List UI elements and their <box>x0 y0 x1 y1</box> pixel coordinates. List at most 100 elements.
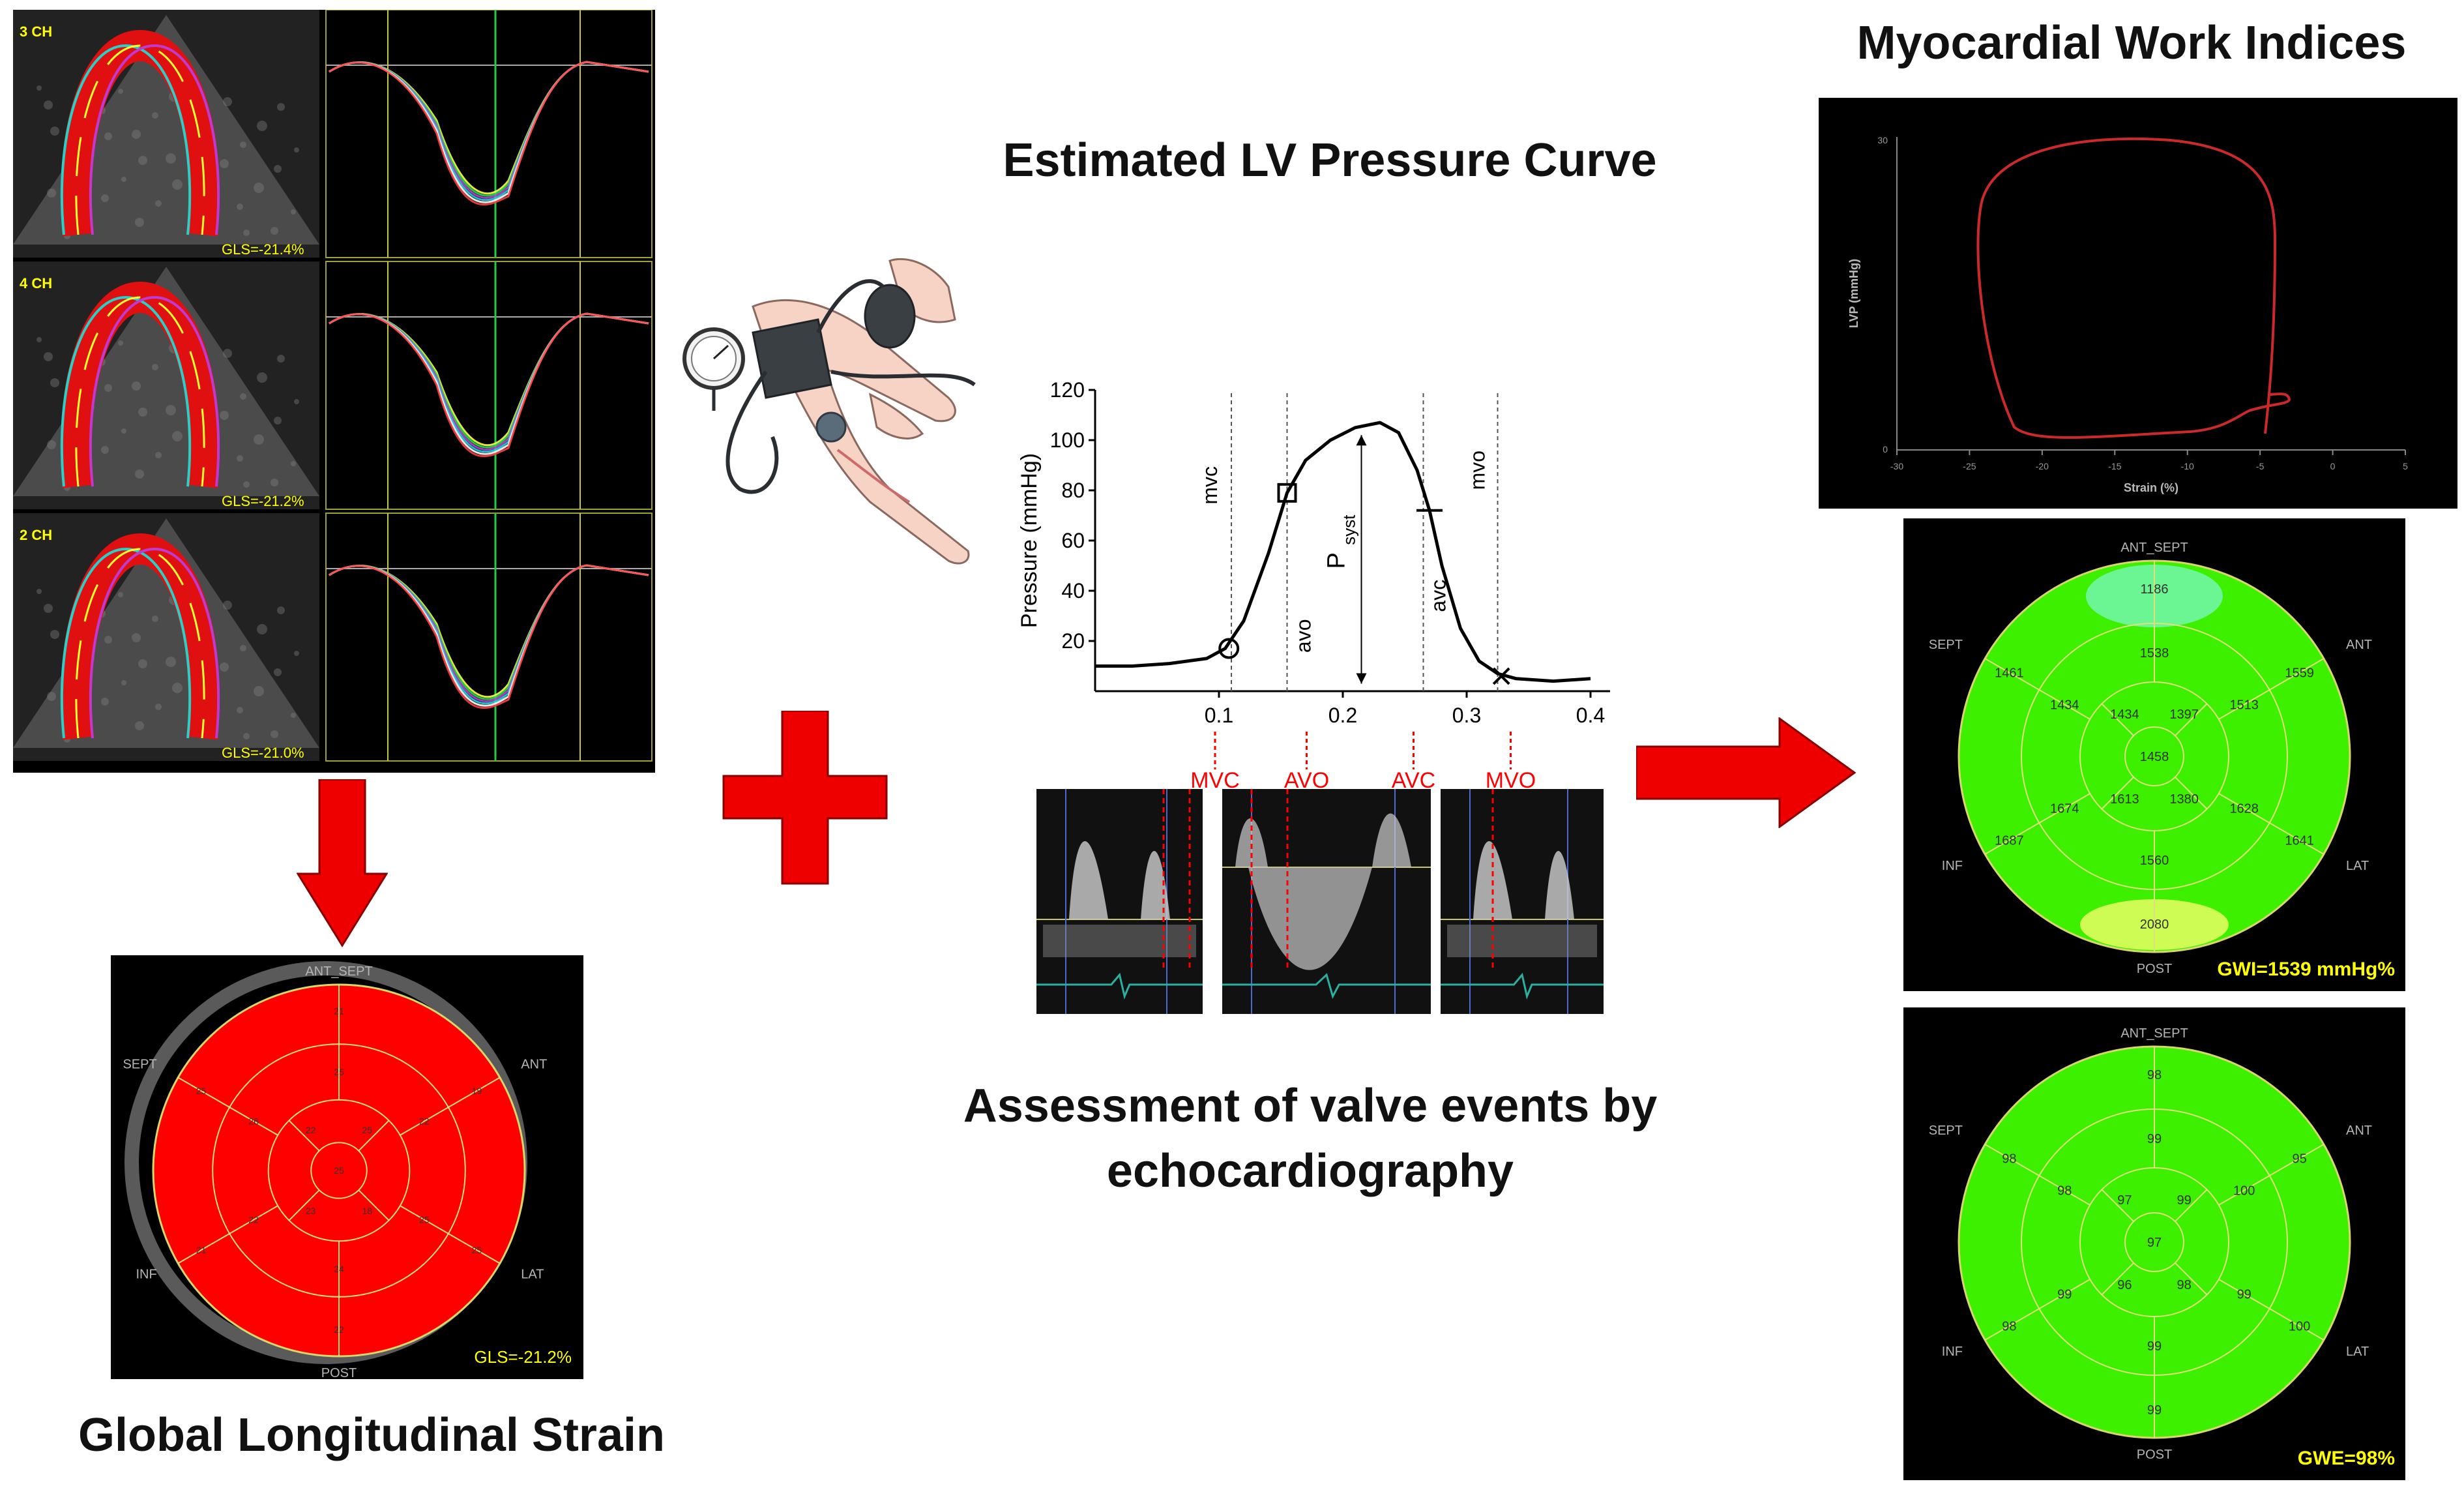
echo-speckle <box>237 707 243 713</box>
gwe-value: GWE=98% <box>2297 1448 2395 1469</box>
echo-speckle <box>50 126 59 136</box>
loop-x-label: Strain (%) <box>2124 481 2178 494</box>
psyst-subscript: syst <box>1340 514 1359 545</box>
segment-value: 25 <box>419 1214 430 1225</box>
loop-x-tick-label: -15 <box>2108 461 2121 471</box>
echo-speckle <box>50 630 59 639</box>
echo-view-label: 2 CH <box>20 527 53 543</box>
segment-value: 99 <box>2147 1403 2162 1418</box>
segment-value: 1687 <box>1995 834 2024 848</box>
echo-speckle <box>118 340 123 346</box>
bullseye-ring <box>2124 726 2184 786</box>
segment-value: 1461 <box>1995 666 2024 680</box>
echo-speckle <box>155 452 162 458</box>
y-tick-label: 20 <box>1061 629 1085 653</box>
valve-event-label: MVC <box>1190 768 1240 793</box>
echo-strain-panel <box>13 9 655 773</box>
echo-speckle <box>294 651 299 656</box>
echo-speckle <box>240 393 246 400</box>
event-label: mvc <box>1198 466 1222 505</box>
bullseye-spoke <box>1984 793 2090 855</box>
segment-value: 98 <box>2002 1152 2016 1166</box>
echo-view-label: 3 CH <box>20 23 53 40</box>
valve-event-label: MVO <box>1486 768 1536 793</box>
doppler-graphics <box>1036 789 1604 1014</box>
echo-speckle <box>220 159 229 168</box>
segment-value: 1560 <box>2140 854 2169 868</box>
echo-speckle <box>166 405 176 415</box>
valve-title-line1: Assessment of valve events by <box>963 1080 1658 1132</box>
doppler-ecg <box>1036 972 1203 1000</box>
right-arrow <box>1636 717 1856 828</box>
y-axis-label: Pressure (mmHg) <box>1017 453 1042 628</box>
segment-value: 22 <box>419 1116 430 1126</box>
label-ant: ANT <box>2346 1123 2372 1138</box>
label-sept: SEPT <box>1929 1123 1963 1138</box>
segment-value: 99 <box>2147 1339 2162 1354</box>
event-label: avo <box>1292 619 1315 653</box>
label-inf: INF <box>136 1267 156 1281</box>
echo-speckle <box>118 592 123 597</box>
bullseye-spoke <box>2218 1279 2325 1341</box>
echo-speckle <box>152 616 158 622</box>
bullseye-spoke <box>2218 793 2325 855</box>
segment-value: 1613 <box>2110 792 2139 807</box>
label-lat: LAT <box>521 1267 544 1281</box>
gls-value: GLS=-21.2% <box>474 1347 572 1367</box>
echo-speckle <box>277 355 285 363</box>
echo-gls-value: GLS=-21.2% <box>222 493 304 509</box>
segment-value: 98 <box>2177 1278 2191 1292</box>
segment-value: 25 <box>196 1086 207 1096</box>
doppler-e-wave <box>1069 841 1108 919</box>
bp-cuff-illustration <box>682 258 976 565</box>
segment-value: 98 <box>2002 1320 2016 1334</box>
doppler-panel <box>1441 789 1604 1014</box>
echo-speckle <box>121 428 126 434</box>
echo-speckle <box>101 698 109 706</box>
echo-speckle <box>155 200 162 207</box>
bullseye-spoke <box>2218 1144 2325 1206</box>
bullseye-spoke <box>400 1205 501 1264</box>
echo-speckle <box>138 156 147 165</box>
segment-value: 22 <box>248 1214 259 1225</box>
strain-plot <box>325 261 653 510</box>
echo-speckle <box>254 686 264 696</box>
echo-speckle <box>243 481 250 488</box>
echo-speckle <box>47 188 56 198</box>
segment-value: 1380 <box>2169 792 2199 807</box>
segment-value: 97 <box>2117 1193 2132 1208</box>
lvp-title: Estimated LV Pressure Curve <box>1003 134 1657 186</box>
echo-speckle <box>172 431 183 441</box>
echo-speckle <box>44 604 53 613</box>
label-post: POST <box>2137 962 2172 976</box>
valve-title-line2: echocardiography <box>1106 1145 1514 1197</box>
bullseye-spoke <box>177 1205 278 1264</box>
echo-speckle <box>101 194 109 202</box>
loop-x-tick-label: 0 <box>2330 461 2336 471</box>
segment-value: 19 <box>472 1086 482 1096</box>
segment-value: 18 <box>362 1206 373 1216</box>
label-ant: ANT <box>521 1057 547 1071</box>
echo-speckle <box>220 662 229 672</box>
bullseye-spoke <box>358 1189 390 1221</box>
echo-speckle <box>277 606 285 614</box>
echo-speckle <box>37 589 42 594</box>
pressure-strain-loop-trace <box>1976 137 2291 439</box>
echo-strain-graphics <box>13 9 653 762</box>
bullseye-spoke <box>2101 1262 2134 1296</box>
segment-value: 96 <box>2117 1278 2132 1292</box>
label-inf: INF <box>1942 859 1963 873</box>
segment-value: 26 <box>248 1116 259 1126</box>
strain-curve <box>329 312 649 458</box>
segment-value: 1513 <box>2229 698 2259 713</box>
segment-value: 98 <box>2147 1068 2162 1082</box>
loop-x-tick-label: -5 <box>2256 461 2265 471</box>
loop-x-tick-label: -30 <box>1890 461 1903 471</box>
echo-speckle <box>135 721 144 730</box>
echo-speckle <box>257 121 267 131</box>
echo-speckle <box>172 179 183 190</box>
